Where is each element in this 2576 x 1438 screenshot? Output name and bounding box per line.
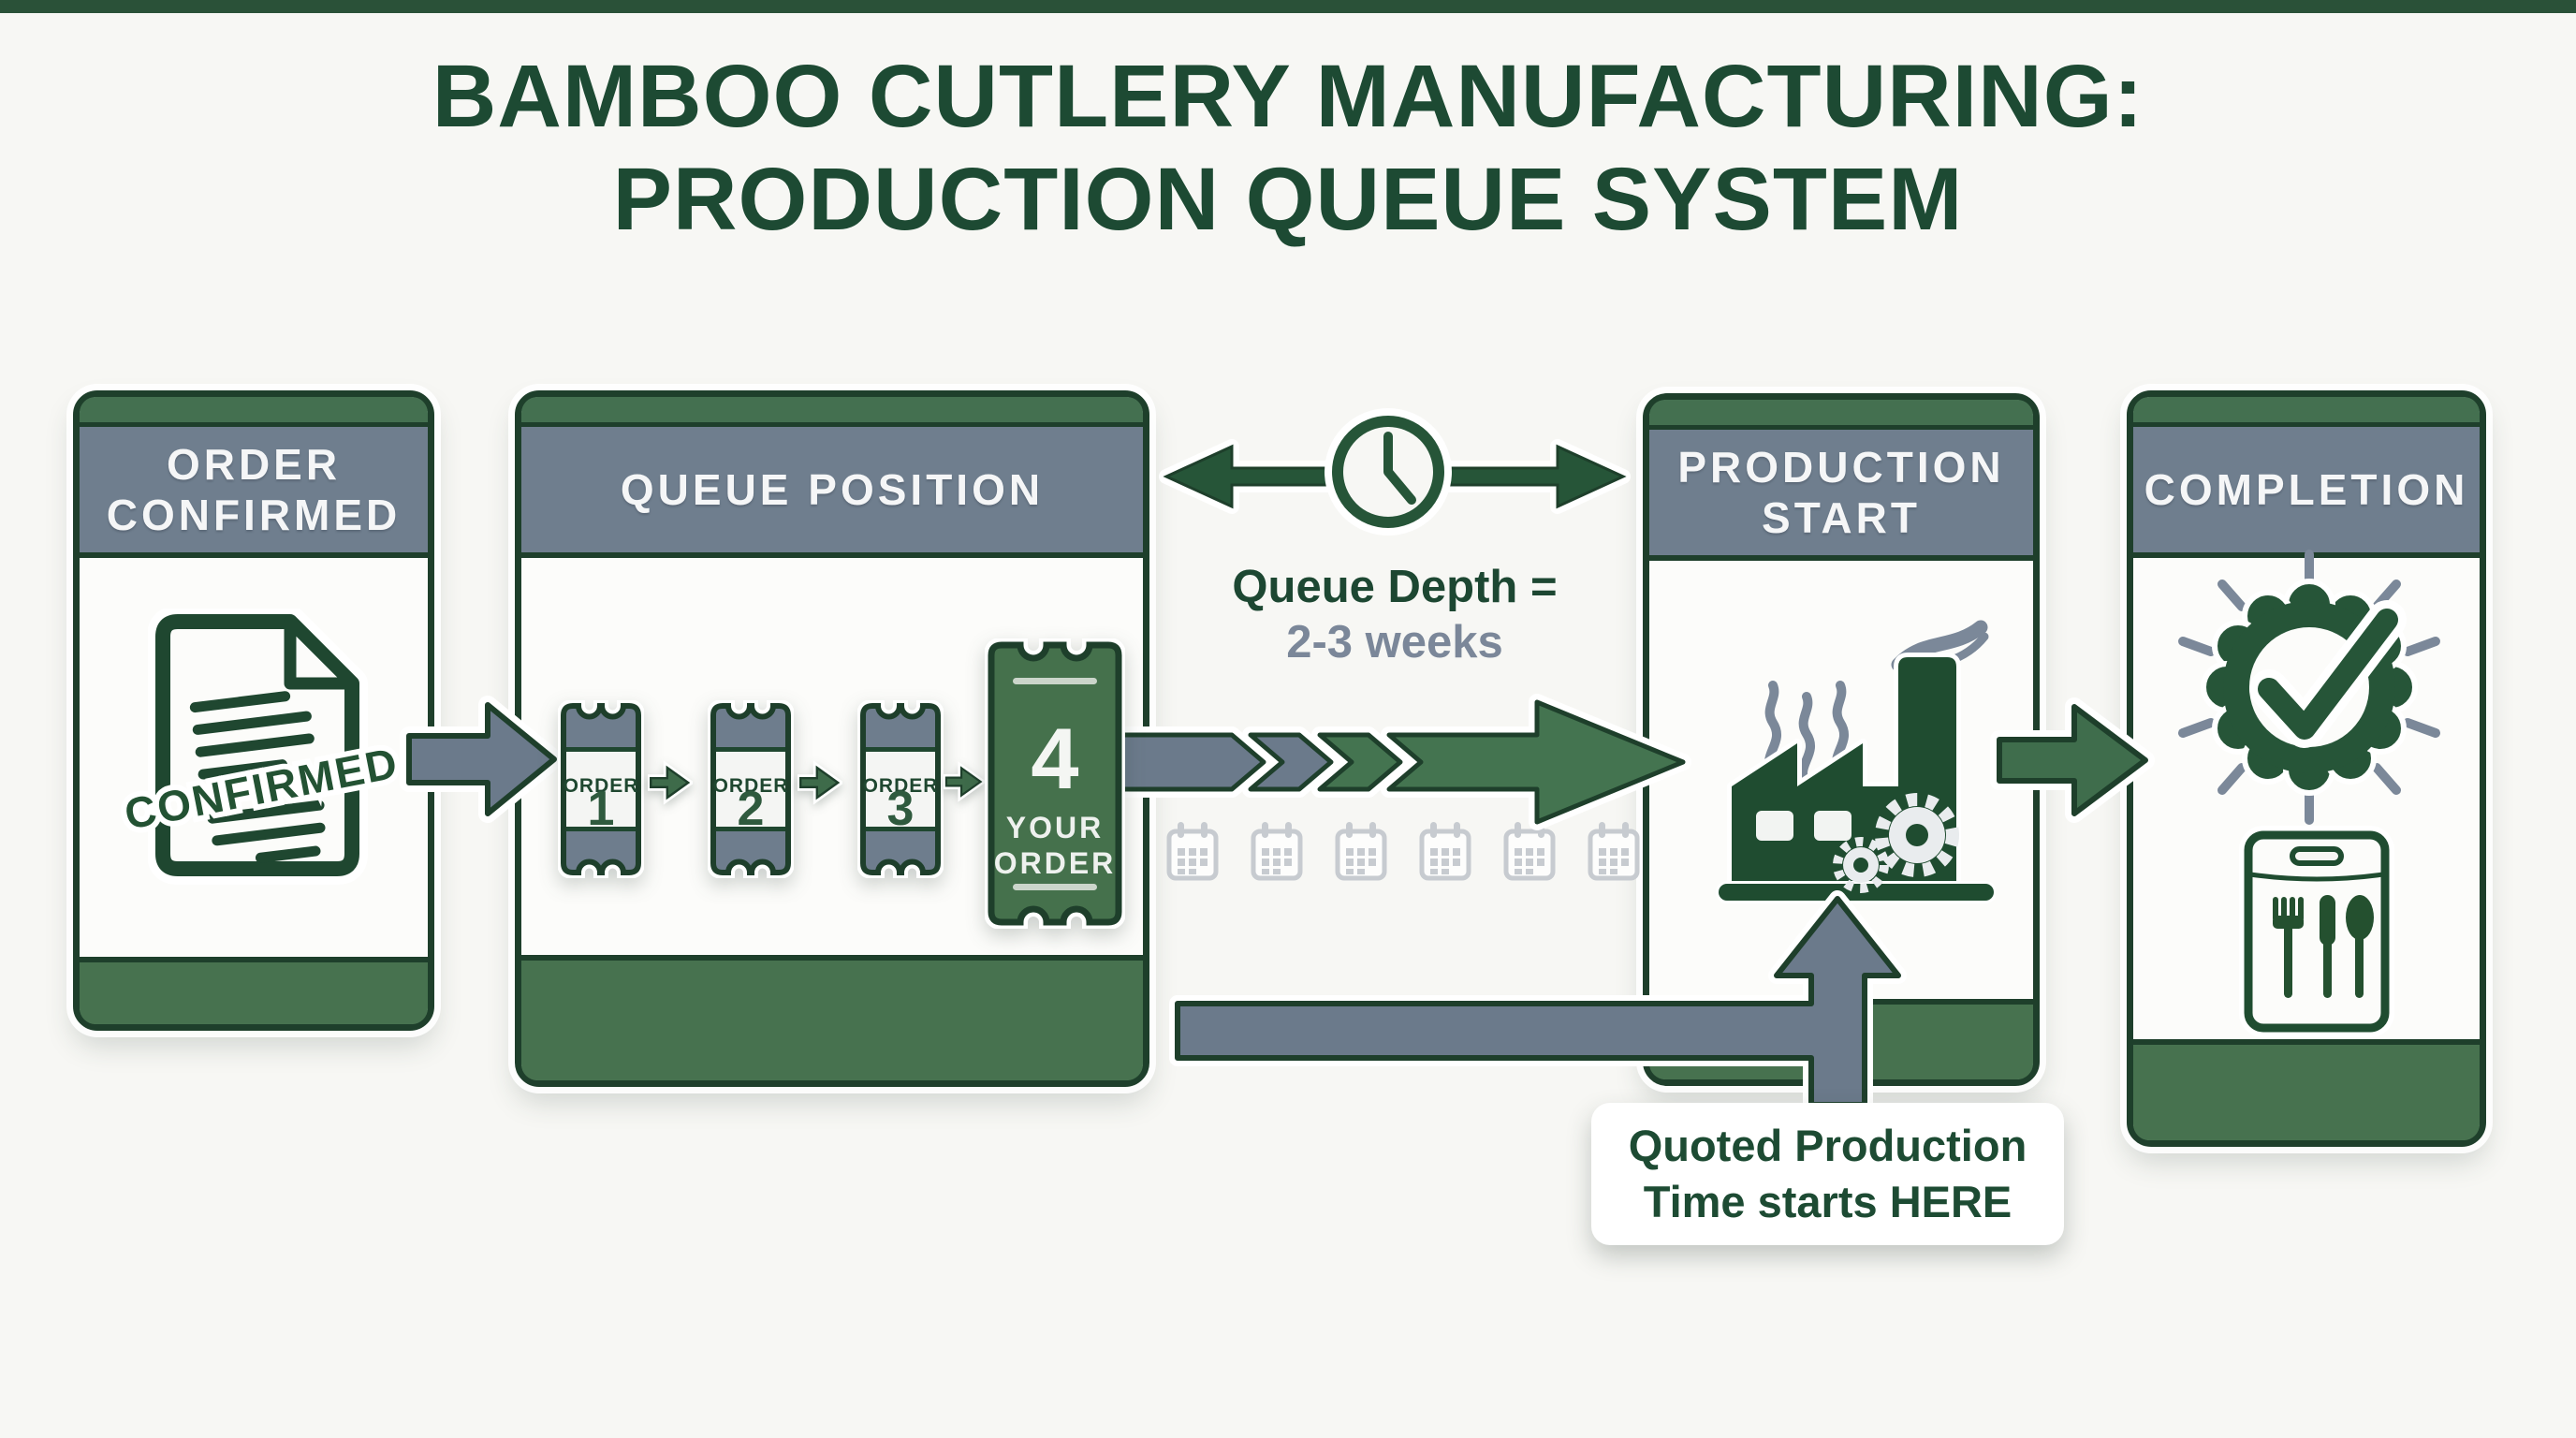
panel-header-order-confirmed: ORDER CONFIRMED (80, 427, 428, 558)
panel-footer (2133, 1039, 2480, 1140)
cutlery-package-icon (2239, 826, 2394, 1037)
your-order-ticket: 4 YOUR ORDER (985, 638, 1125, 929)
header-text: QUEUE POSITION (620, 465, 1045, 514)
ticket-label: ORDER (564, 775, 639, 797)
header-text: CONFIRMED (106, 491, 402, 539)
queue-depth-label: Queue Depth = (1232, 562, 1558, 612)
ticket-label: YOUR (1006, 811, 1104, 844)
header-text: PRODUCTION (1677, 443, 2005, 492)
ticket-label: ORDER (863, 775, 939, 797)
panel-cap (80, 397, 428, 427)
callout-line1: Quoted Production (1628, 1121, 2027, 1170)
ticket-number: 3 (887, 782, 915, 836)
panel-footer (521, 955, 1143, 1080)
panel-footer (80, 957, 428, 1024)
arrow-production-to-completion-icon (1990, 697, 2155, 823)
queue-ticket-1: ORDER 1 (558, 700, 644, 878)
queue-depth-value: 2-3 weeks (1286, 617, 1503, 668)
ticket-label: ORDER (713, 775, 789, 797)
callout-line2: Time starts HERE (1643, 1177, 2012, 1226)
page-title-line2: PRODUCTION QUEUE SYSTEM (612, 150, 1964, 249)
ticket-number: 1 (588, 782, 615, 836)
arrow-icon (798, 758, 842, 807)
ticket-number: 4 (1031, 712, 1078, 807)
queue-depth-span-arrow-icon (1159, 408, 1631, 536)
panel-cap (2133, 397, 2480, 427)
clock-icon (1325, 408, 1452, 536)
quoted-time-callout: Quoted Production Time starts HERE (1591, 1103, 2064, 1245)
arrow-icon (648, 758, 693, 807)
ticket-label: ORDER (994, 846, 1117, 880)
factory-icon (1716, 620, 1996, 903)
quoted-time-arrow-icon (1169, 890, 1907, 1113)
header-text: ORDER (166, 440, 342, 489)
confirmed-stamp: CONFIRMED (115, 740, 408, 843)
calendar-icon-row (1169, 822, 1637, 878)
arrow-order-to-queue-icon (400, 696, 564, 823)
page-title: BAMBOO CUTLERY MANUFACTURING: PRODUCTION… (0, 45, 2576, 251)
top-edge-bar (0, 0, 2576, 13)
ticket-number: 2 (738, 782, 765, 836)
queue-depth-annotation: Queue Depth = 2-3 weeks (1156, 560, 1633, 670)
panel-order-confirmed: ORDER CONFIRMED (73, 390, 434, 1031)
header-text: START (1762, 493, 1921, 542)
queue-ticket-3: ORDER 3 (857, 700, 944, 878)
panel-header-production-start: PRODUCTION START (1649, 430, 2033, 561)
panel-cap (521, 397, 1143, 427)
panel-header-queue-position: QUEUE POSITION (521, 427, 1143, 558)
panel-header-completion: COMPLETION (2133, 427, 2480, 558)
confirmed-document-icon (148, 609, 368, 885)
page-title-line1: BAMBOO CUTLERY MANUFACTURING: (432, 47, 2144, 146)
queue-ticket-2: ORDER 2 (708, 700, 794, 878)
arrow-icon (944, 758, 985, 805)
queue-depth-arrow-icon (1082, 694, 1691, 830)
header-text: COMPLETION (2144, 465, 2469, 514)
panel-cap (1649, 400, 2033, 430)
badge-check-icon (2178, 550, 2440, 825)
